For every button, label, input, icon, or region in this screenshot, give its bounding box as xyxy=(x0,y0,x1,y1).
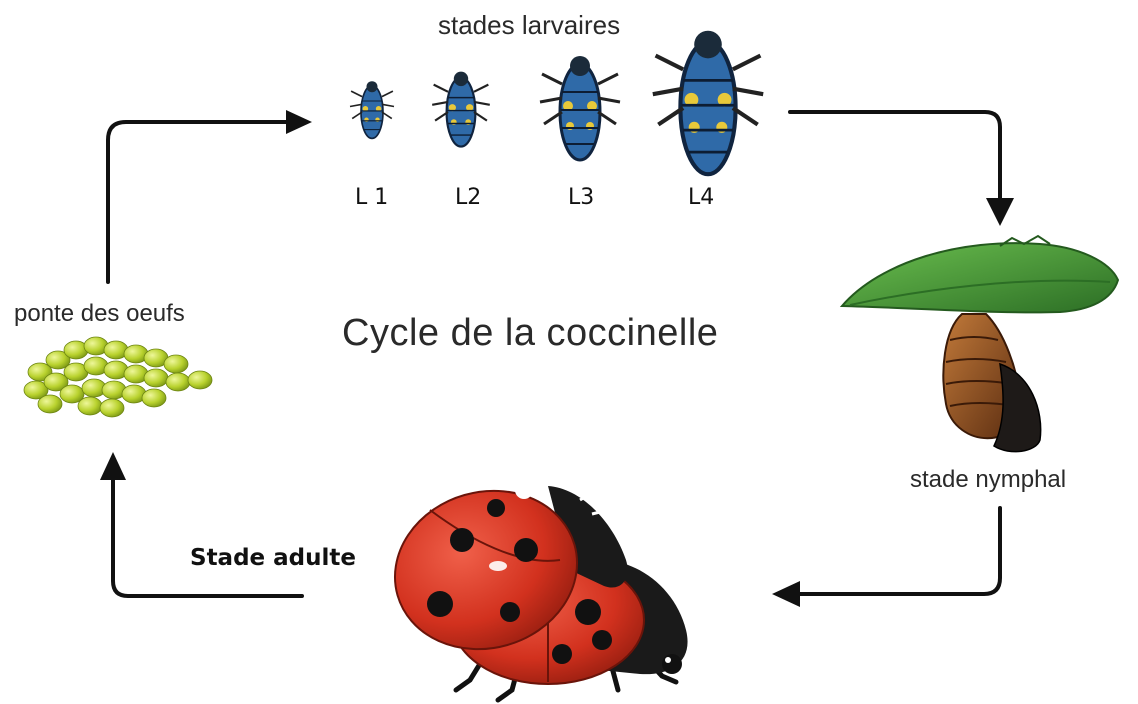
larva-l1 xyxy=(350,81,394,138)
eggs-stage-label: ponte des oeufs xyxy=(14,300,185,328)
larva-label-l4: L4 xyxy=(688,185,714,210)
larval-stages-label: stades larvaires xyxy=(438,10,620,41)
adult-ladybugs xyxy=(376,470,687,700)
larva-label-l3: L3 xyxy=(568,185,594,210)
arrow-head-nymph xyxy=(986,198,1014,226)
adult-stage-label: Stade adulte xyxy=(190,545,356,571)
diagram-title: Cycle de la coccinelle xyxy=(342,312,718,355)
arrow-nymph-to-adult xyxy=(800,508,1000,594)
arrow-head-larvae xyxy=(286,110,312,134)
larva-l2 xyxy=(432,72,490,147)
nymph-stage-label: stade nymphal xyxy=(910,466,1066,494)
arrow-head-adult xyxy=(772,581,800,607)
larva-l3 xyxy=(540,56,620,160)
arrow-head-eggs xyxy=(100,452,126,480)
arrow-eggs-to-larvae xyxy=(108,122,290,282)
larva-l4 xyxy=(653,31,763,175)
arrow-larvae-to-nymph xyxy=(790,112,1000,198)
larva-label-l1: L 1 xyxy=(355,185,388,210)
nymph-on-leaf xyxy=(842,236,1118,452)
arrow-adult-to-eggs xyxy=(113,478,302,596)
leaf xyxy=(842,243,1118,312)
larva-label-l2: L2 xyxy=(455,185,481,210)
eggs-cluster xyxy=(24,337,212,417)
